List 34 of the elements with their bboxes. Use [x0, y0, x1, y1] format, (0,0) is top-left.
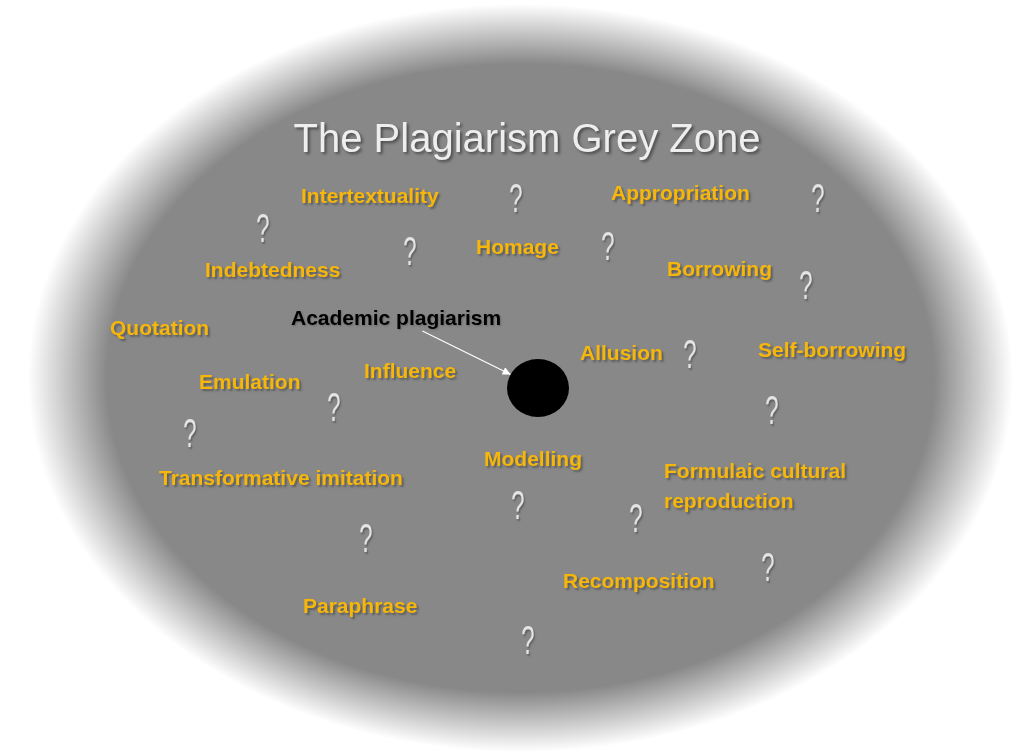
- term-label: Transformative imitation: [159, 465, 403, 491]
- question-mark: ?: [183, 413, 197, 453]
- question-mark: ?: [256, 208, 270, 248]
- term-label: Borrowing: [667, 256, 772, 282]
- term-label: Emulation: [199, 369, 301, 395]
- term-label: Paraphrase: [303, 593, 418, 619]
- term-label: Appropriation: [611, 180, 750, 206]
- question-mark: ?: [601, 226, 615, 266]
- question-mark: ?: [765, 390, 779, 430]
- leader-arrow: [421, 330, 512, 376]
- term-label: Self-borrowing: [758, 337, 907, 363]
- title: The Plagiarism Grey Zone: [293, 115, 761, 161]
- term-label: Quotation: [110, 315, 210, 341]
- question-mark: ?: [811, 178, 825, 218]
- question-mark: ?: [799, 265, 813, 305]
- question-mark: ?: [509, 178, 523, 218]
- term-label: Homage: [476, 234, 559, 260]
- question-mark: ?: [403, 231, 417, 271]
- circle-marker: [507, 359, 569, 417]
- question-mark: ?: [327, 387, 341, 427]
- term-label: Formulaic cultural reproduction: [664, 458, 848, 514]
- question-mark: ?: [511, 485, 525, 525]
- term-label: Influence: [364, 358, 457, 384]
- term-label: Indebtedness: [205, 257, 341, 283]
- question-mark: ?: [629, 498, 643, 538]
- question-mark: ?: [683, 334, 697, 374]
- callout-label: Academic plagiarism: [291, 305, 502, 331]
- question-mark: ?: [521, 620, 535, 660]
- question-mark: ?: [359, 518, 373, 558]
- question-mark: ?: [761, 547, 775, 587]
- term-label: Modelling: [484, 446, 582, 472]
- term-label: Intertextuality: [301, 183, 439, 209]
- term-label: Allusion: [580, 340, 663, 366]
- term-label: Recomposition: [563, 568, 715, 594]
